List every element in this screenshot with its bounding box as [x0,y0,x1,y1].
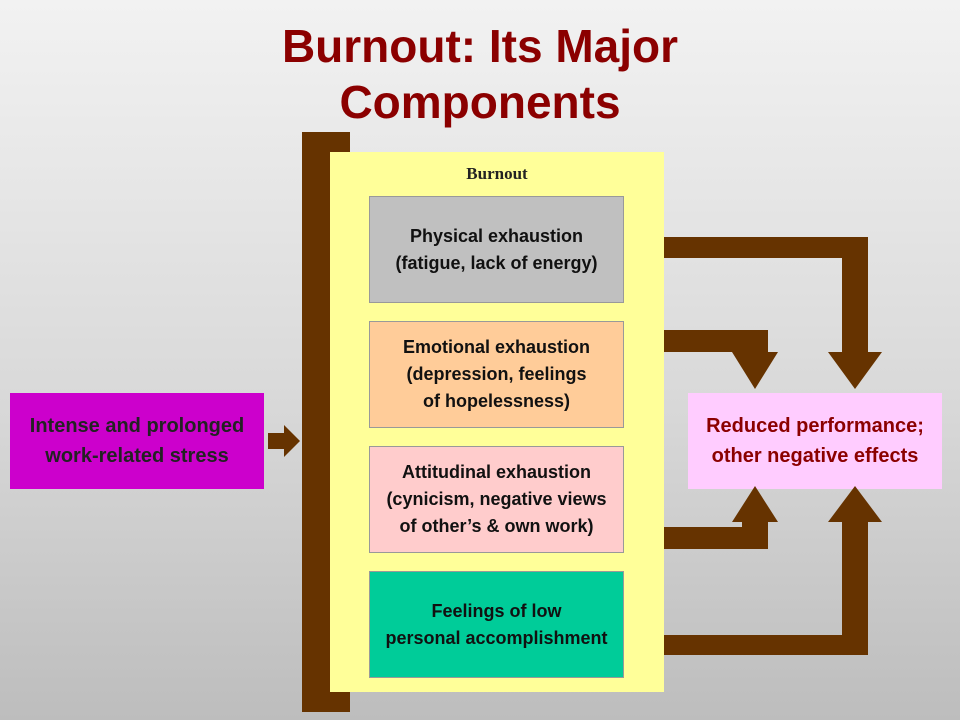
title-line-2: Components [339,76,621,128]
accomplishment-connector-arrow [664,486,882,655]
component-line: personal accomplishment [385,627,608,648]
component-line: (cynicism, negative views [386,489,607,509]
emotional-connector-arrow [664,330,778,389]
attitudinal-connector-arrow [664,486,778,549]
cause-box: Intense and prolonged work-related stres… [10,393,264,489]
component-emotional-exhaustion: Emotional exhaustion (depression, feelin… [369,321,624,428]
title-line-1: Burnout: Its Major [281,20,679,72]
component-line: (depression, feelings [406,364,587,384]
component-line: Attitudinal exhaustion [401,462,591,482]
effect-box: Reduced performance; other negative effe… [688,393,942,489]
component-low-accomplishment: Feelings of low personal accomplishment [369,571,624,678]
physical-connector-arrow [664,237,882,389]
component-line: of other’s & own work) [399,516,594,536]
cause-arrow [268,425,300,457]
page-title: Burnout: Its Major Components [0,18,960,130]
burnout-panel-label: Burnout [466,164,528,183]
cause-line: work-related stress [45,445,229,467]
component-line: of hopelessness) [422,391,571,411]
component-line: Emotional exhaustion [402,337,591,357]
component-attitudinal-exhaustion: Attitudinal exhaustion (cynicism, negati… [369,446,624,553]
effect-line: other negative effects [711,445,919,467]
cause-line: Intense and prolonged [29,415,245,437]
component-line: Feelings of low [431,600,562,621]
component-physical-exhaustion: Physical exhaustion (fatigue, lack of en… [369,196,624,303]
effect-line: Reduced performance; [706,415,924,437]
component-line: Physical exhaustion [409,225,584,246]
component-line: (fatigue, lack of energy) [395,252,598,273]
